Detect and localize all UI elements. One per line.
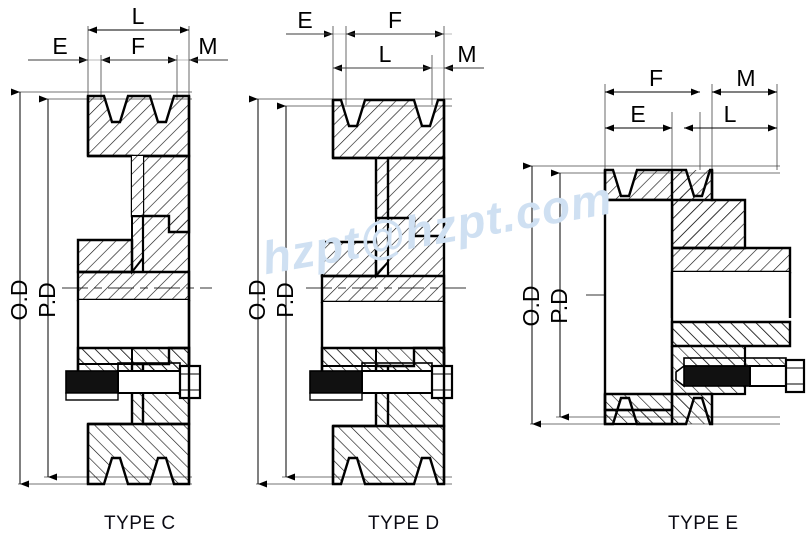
type-e-label-F: F — [649, 65, 663, 91]
type-e-bolt — [675, 357, 806, 394]
type-e-label-E: E — [630, 101, 645, 127]
type-e-caption: TYPE E — [668, 513, 739, 534]
type-e-flange-upper — [603, 198, 674, 412]
type-d-label-F: F — [388, 7, 402, 33]
type-e-label-PD: P.D — [546, 288, 572, 323]
type-c-boss-upper — [76, 270, 191, 302]
type-d-label-PD: P.D — [272, 282, 298, 317]
type-d-bolt — [309, 362, 454, 401]
type-c-label-F: F — [131, 33, 145, 59]
type-d-label-L: L — [379, 41, 392, 67]
type-c-label-L: L — [132, 3, 145, 29]
type-d-caption: TYPE D — [368, 513, 440, 534]
type-c-label-PD: P.D — [34, 282, 60, 317]
type-e-label-OD: O.D — [518, 286, 544, 327]
type-d-boss-upper — [320, 274, 446, 304]
type-c-bolt — [65, 362, 202, 401]
type-c-label-OD: O.D — [6, 280, 32, 321]
type-d-label-E: E — [297, 7, 312, 33]
type-d-rim-upper — [331, 98, 446, 160]
type-c-caption: TYPE C — [104, 513, 176, 534]
type-e-label-M: M — [736, 65, 755, 91]
view-type-d — [249, 26, 484, 488]
type-c-rim-upper — [86, 94, 191, 158]
type-d-rim-lower — [331, 424, 446, 486]
type-d-label-M: M — [457, 41, 476, 67]
view-type-e — [523, 84, 806, 428]
view-type-c — [11, 26, 228, 488]
type-c-label-M: M — [198, 33, 217, 59]
type-d-label-OD: O.D — [244, 280, 270, 321]
type-c-rim-lower — [86, 422, 191, 486]
type-c-label-E: E — [52, 33, 67, 59]
type-e-label-L: L — [724, 101, 737, 127]
